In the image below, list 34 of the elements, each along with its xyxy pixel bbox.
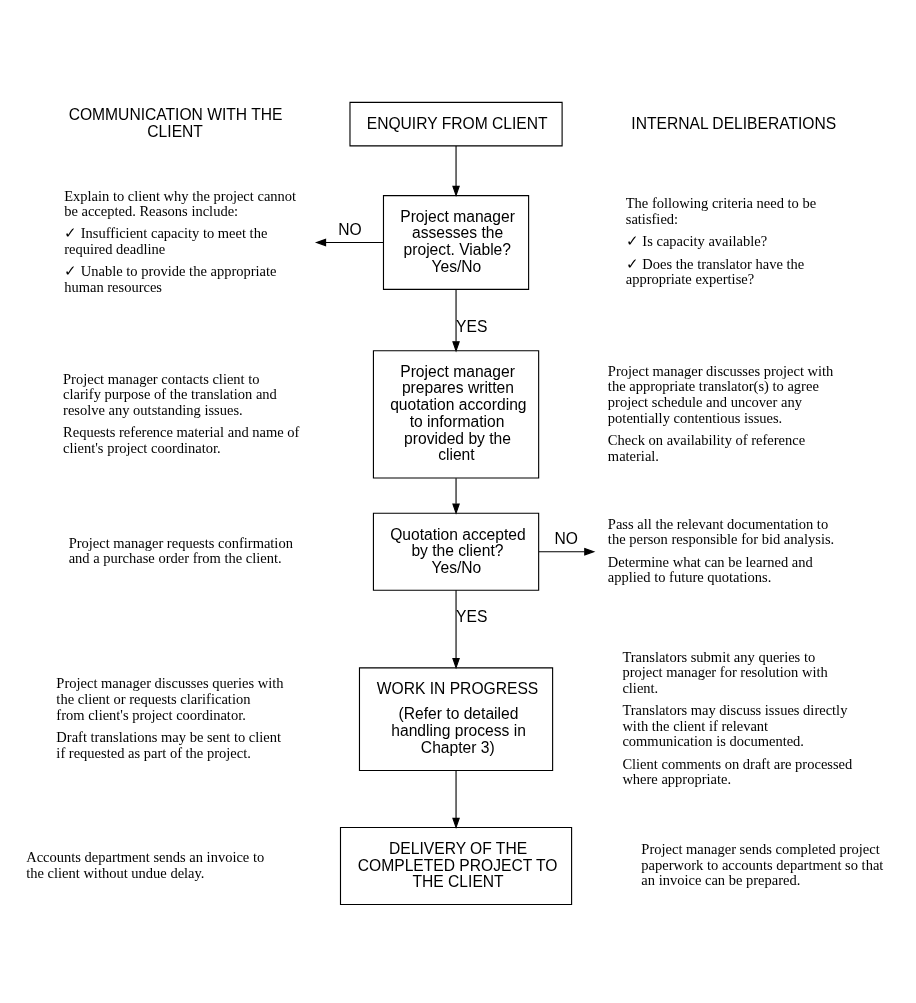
edge-label: NO bbox=[554, 530, 579, 548]
node-box: Project manager assesses the project. Viable? Yes/No bbox=[382, 195, 530, 290]
arrow bbox=[452, 770, 460, 830]
edge-label: NO bbox=[338, 220, 362, 238]
node-text: Pass all the relevant documentation to the person responsible for bid analysis. Determine what can be learned and applied to future quotations. bbox=[607, 515, 835, 586]
label: Project manager requests confirmation and a purchase order from the client. bbox=[68, 534, 293, 567]
node-text: Explain to client why the project cannot be accepted. Reasons include: ✓ Insufficient capacity to meet the required deadline ✓ Unable to provide the appropriate human resources bbox=[64, 187, 297, 296]
label: The following criteria need to be satisfied: bbox=[625, 195, 817, 227]
label: Project manager discusses queries with the client or requests clarification from client's project coordinator. bbox=[56, 675, 284, 723]
label: Translators may discuss issues directly with the client if relevant communication is documented. bbox=[622, 702, 848, 750]
arrow bbox=[314, 238, 384, 247]
label: ✓ Is capacity available? bbox=[625, 233, 768, 250]
label: ✓ Does the translator have the appropriate expertise? bbox=[625, 255, 805, 288]
label: Accounts department sends an invoice to the client without undue delay. bbox=[26, 849, 265, 881]
label: Project manager sends completed project paperwork to accounts department so that an invoice can be prepared. bbox=[641, 841, 884, 889]
node-box: WORK IN PROGRESS (Refer to detailed handling process in Chapter 3) bbox=[358, 667, 554, 772]
label: COMMUNICATION WITH THE CLIENT bbox=[68, 105, 283, 140]
arrow bbox=[452, 288, 460, 353]
label: Project manager contacts client to clarify purpose of the translation and resolve any outstanding issues. bbox=[63, 370, 277, 418]
label: INTERNAL DELIBERATIONS bbox=[631, 114, 837, 132]
node-box: ENQUIRY FROM CLIENT bbox=[349, 101, 563, 147]
node-box: DELIVERY OF THE COMPLETED PROJECT TO THE CLIENT bbox=[339, 826, 573, 906]
label: Requests reference material and name of client's project coordinator. bbox=[63, 424, 300, 456]
label: Translators submit any queries to project manager for resolution with client. bbox=[622, 648, 828, 696]
label: Draft translations may be sent to client if requested as part of the project. bbox=[56, 728, 282, 761]
node-box: Project manager prepares written quotation according to information provided by the client bbox=[372, 350, 540, 479]
label: Check on availability of reference material. bbox=[607, 432, 806, 464]
arrow bbox=[452, 477, 460, 515]
arrow bbox=[538, 547, 596, 556]
node-box: Quotation accepted by the client? Yes/No bbox=[372, 512, 540, 591]
arrow bbox=[452, 145, 460, 197]
arrow bbox=[452, 589, 460, 670]
label: Project manager discusses project with the appropriate translator(s) to agree project schedule and uncover any potentially contentious issues. bbox=[607, 362, 834, 426]
label: Client comments on draft are processed where appropriate. bbox=[622, 755, 853, 788]
